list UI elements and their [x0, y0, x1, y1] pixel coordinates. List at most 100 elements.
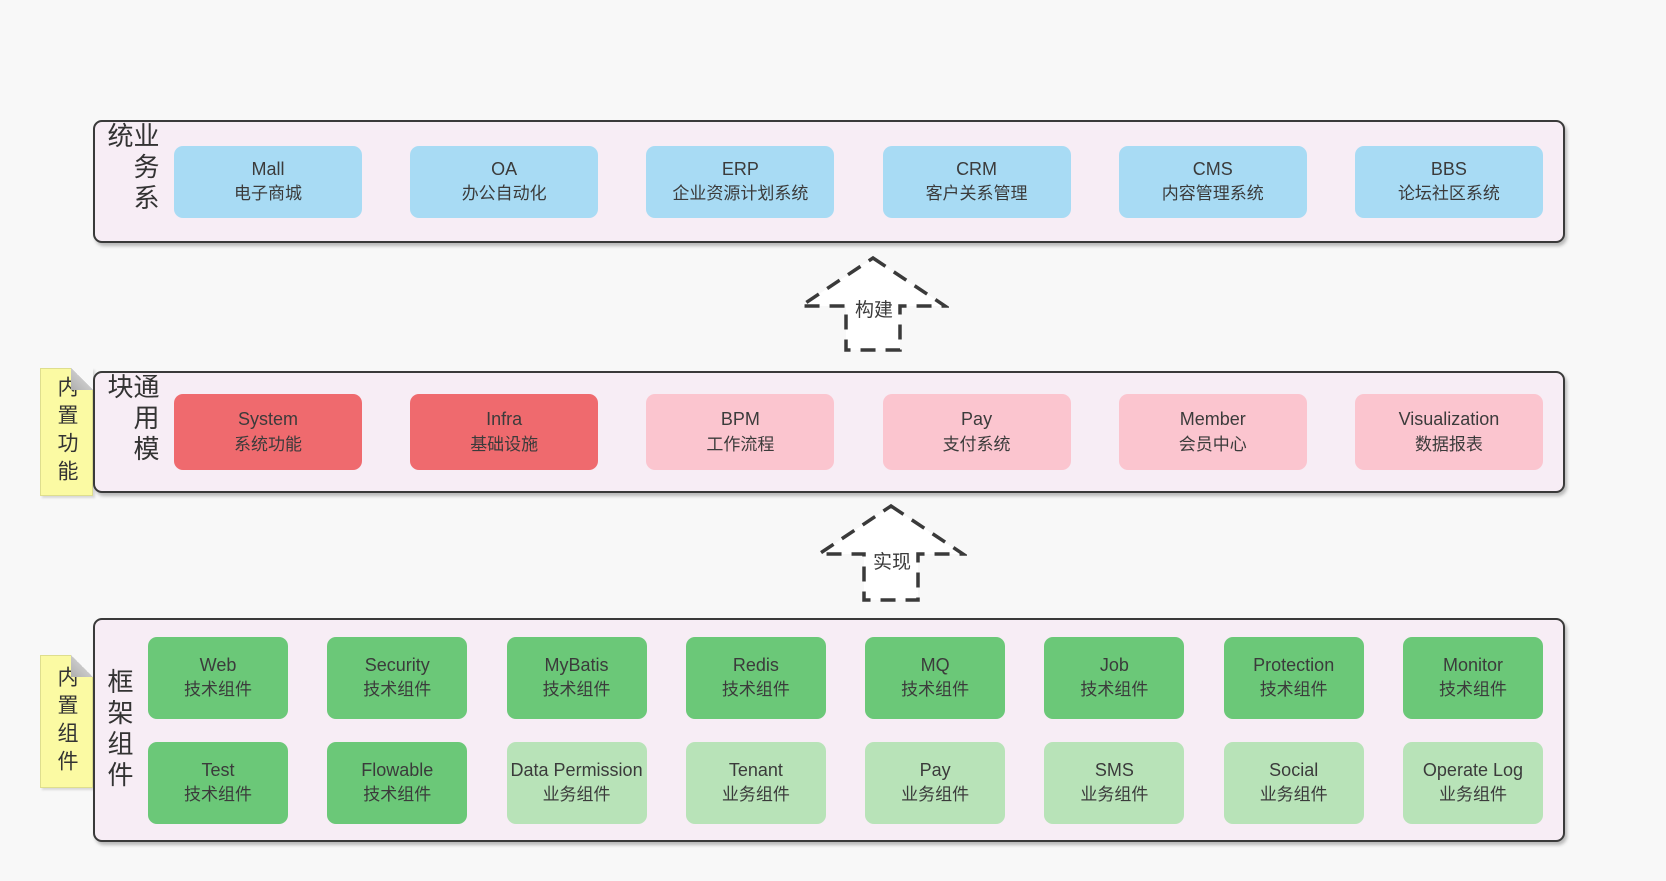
module-title: Pay — [961, 409, 993, 430]
module-box-pay: Pay 支付系统 — [882, 394, 1071, 470]
module-title: CRM — [956, 158, 998, 179]
module-box-redis: Redis 技术组件 — [685, 636, 826, 719]
module-box-visualization: Visualization 数据报表 — [1354, 394, 1543, 470]
module-box-member: Member 会员中心 — [1118, 394, 1307, 470]
module-box-pay: Pay 业务组件 — [865, 741, 1006, 824]
module-subtitle: 基础设施 — [470, 434, 539, 454]
module-box-bbs: BBS 论坛社区系统 — [1354, 145, 1543, 218]
layer-label: 框架组件 — [104, 668, 134, 792]
module-box-sms: SMS 业务组件 — [1044, 741, 1185, 824]
module-subtitle: 企业资源计划系统 — [672, 184, 809, 204]
module-subtitle: 技术组件 — [363, 785, 432, 805]
module-box-operate-log: Operate Log 业务组件 — [1402, 741, 1543, 824]
module-box-mybatis: MyBatis 技术组件 — [506, 636, 647, 719]
module-box-job: Job 技术组件 — [1044, 636, 1185, 719]
module-subtitle: 电子商城 — [234, 184, 302, 204]
layer-label: 通用模块 — [104, 373, 160, 466]
module-subtitle: 业务组件 — [901, 785, 970, 805]
module-title: Security — [364, 654, 430, 675]
layer-common-modules: 通用模块 System 系统功能 Infra 基础设施 BPM 工作流程 Pay 支付系统 Me… — [93, 371, 1565, 493]
module-subtitle: 技术组件 — [901, 680, 970, 700]
module-subtitle: 客户关系管理 — [925, 184, 1028, 204]
module-box-mq: MQ 技术组件 — [865, 636, 1006, 719]
module-title: SMS — [1094, 759, 1134, 780]
module-subtitle: 业务组件 — [1438, 785, 1507, 805]
module-box-crm: CRM 客户关系管理 — [882, 145, 1071, 218]
module-title: Job — [1099, 654, 1129, 675]
module-subtitle: 技术组件 — [184, 785, 252, 805]
module-subtitle: 技术组件 — [363, 680, 432, 700]
arrow-implement: 实现 — [817, 502, 967, 604]
module-subtitle: 技术组件 — [184, 680, 252, 700]
layer-label: 业务系统 — [104, 122, 160, 215]
module-subtitle: 技术组件 — [1080, 680, 1149, 700]
module-box-test: Test 技术组件 — [148, 741, 288, 824]
module-subtitle: 会员中心 — [1178, 434, 1247, 454]
module-subtitle: 技术组件 — [542, 680, 611, 700]
module-box-mall: Mall 电子商城 — [174, 145, 362, 218]
module-subtitle: 业务组件 — [721, 785, 790, 805]
arrow-implement-label: 实现 — [869, 546, 915, 575]
module-box-monitor: Monitor 技术组件 — [1402, 636, 1543, 719]
module-subtitle: 业务组件 — [1080, 785, 1149, 805]
module-title: MQ — [920, 654, 950, 675]
module-subtitle: 业务组件 — [542, 785, 611, 805]
module-subtitle: 业务组件 — [1259, 785, 1328, 805]
sticky-note-builtin-features: 内置功能 — [40, 368, 93, 496]
module-title: Flowable — [361, 759, 434, 780]
module-title: Data Permission — [510, 759, 643, 780]
module-title: Monitor — [1442, 654, 1503, 675]
module-box-flowable: Flowable 技术组件 — [327, 741, 468, 824]
module-title: BBS — [1430, 158, 1467, 179]
module-title: Protection — [1253, 654, 1335, 675]
module-subtitle: 系统功能 — [234, 434, 302, 454]
module-box-system: System 系统功能 — [174, 394, 362, 470]
module-title: OA — [491, 158, 518, 179]
module-subtitle: 论坛社区系统 — [1397, 184, 1500, 204]
module-subtitle: 技术组件 — [721, 680, 790, 700]
module-title: CMS — [1192, 158, 1233, 179]
arrow-build: 构建 — [799, 254, 949, 354]
module-subtitle: 技术组件 — [1259, 680, 1328, 700]
module-title: System — [237, 409, 298, 430]
module-title: Social — [1269, 759, 1319, 780]
module-subtitle: 技术组件 — [1438, 680, 1507, 700]
module-box-web: Web 技术组件 — [148, 636, 288, 719]
module-subtitle: 支付系统 — [942, 434, 1011, 454]
module-box-bpm: BPM 工作流程 — [646, 394, 835, 470]
module-title: Mall — [251, 158, 285, 179]
module-box-security: Security 技术组件 — [327, 636, 468, 719]
module-title: BPM — [720, 409, 760, 430]
sticky-note-builtin-components: 内置组件 — [40, 655, 93, 788]
module-title: Member — [1179, 409, 1246, 430]
module-title: Web — [199, 654, 237, 675]
module-title: Pay — [919, 759, 951, 780]
module-subtitle: 数据报表 — [1414, 434, 1483, 454]
module-title: ERP — [721, 158, 759, 179]
module-subtitle: 工作流程 — [706, 434, 775, 454]
module-box-infra: Infra 基础设施 — [410, 394, 599, 470]
sticky-note-label: 内置功能 — [55, 376, 78, 488]
module-title: Visualization — [1398, 409, 1500, 430]
module-box-cms: CMS 内容管理系统 — [1118, 145, 1307, 218]
sticky-note-label: 内置组件 — [55, 665, 78, 778]
arrow-build-label: 构建 — [851, 294, 897, 323]
box-row: System 系统功能 Infra 基础设施 BPM 工作流程 Pay 支付系统 Member 会… — [174, 394, 1543, 470]
module-box-social: Social 业务组件 — [1223, 741, 1364, 824]
module-box-data-permission: Data Permission 业务组件 — [506, 741, 647, 824]
module-title: Redis — [732, 654, 779, 675]
module-title: Test — [201, 759, 235, 780]
module-subtitle: 内容管理系统 — [1161, 184, 1264, 204]
module-title: Infra — [486, 409, 523, 430]
module-title: Operate Log — [1422, 759, 1523, 780]
module-title: MyBatis — [544, 654, 609, 675]
